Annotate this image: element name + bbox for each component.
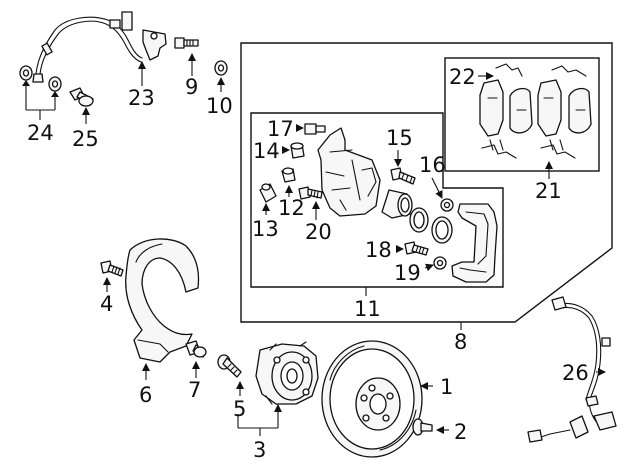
label-19: 19 (394, 261, 421, 285)
label-8: 8 (454, 330, 467, 354)
label-21: 21 (535, 179, 562, 203)
label-5: 5 (233, 397, 246, 421)
label-15: 15 (386, 126, 413, 150)
label-7: 7 (188, 378, 201, 402)
hub-bearing-assembly[interactable] (255, 341, 319, 405)
label-4: 4 (100, 292, 113, 316)
bleeder-screw[interactable] (304, 123, 326, 135)
caliper-subgroup-outline (250, 112, 504, 288)
label-25: 25 (72, 127, 99, 151)
label-13: 13 (252, 217, 279, 241)
label-23: 23 (128, 86, 155, 110)
splash-shield[interactable] (125, 238, 200, 363)
caliper-body[interactable] (317, 127, 381, 217)
label-1: 1 (440, 375, 453, 399)
label-12: 12 (278, 196, 305, 220)
label-17: 17 (267, 117, 294, 141)
label-18: 18 (365, 238, 392, 262)
hub-mounting-bolt[interactable] (185, 340, 207, 358)
banjo-bolt[interactable] (174, 37, 199, 49)
label-9: 9 (185, 75, 198, 99)
label-26: 26 (562, 361, 589, 385)
bushing[interactable] (440, 198, 454, 212)
label-3: 3 (253, 438, 266, 462)
caliper-bracket[interactable] (451, 203, 498, 283)
label-16: 16 (419, 153, 446, 177)
copper-washer[interactable] (214, 60, 228, 76)
wheel-stud[interactable] (217, 354, 242, 378)
label-6: 6 (139, 383, 152, 407)
bleeder-cap[interactable] (290, 142, 305, 159)
caliper-guide-bolt[interactable] (298, 186, 323, 200)
brake-rotor[interactable] (321, 340, 423, 458)
bracket-mounting-bolt[interactable] (404, 241, 429, 256)
piston-seal[interactable] (409, 207, 429, 233)
label-24: 24 (27, 121, 54, 145)
shield-bolt[interactable] (100, 260, 124, 277)
caliper-piston[interactable] (381, 189, 413, 219)
label-10: 10 (206, 94, 233, 118)
brake-pads[interactable] (479, 63, 592, 159)
pin-bushing[interactable] (433, 256, 447, 270)
washer-pair[interactable] (19, 65, 62, 92)
label-22: 22 (449, 65, 476, 89)
label-11: 11 (354, 297, 381, 321)
guide-pin-boot[interactable] (259, 183, 277, 203)
bracket-bolt[interactable] (390, 167, 416, 185)
rotor-screw[interactable] (412, 418, 433, 436)
piston-boot[interactable] (431, 216, 453, 244)
brake-pad-group-outline (444, 57, 600, 172)
hose-bracket-bolt[interactable] (69, 87, 94, 107)
label-14: 14 (253, 139, 280, 163)
guide-pin[interactable] (281, 167, 296, 183)
caliper-assembly-group-outline (240, 42, 613, 323)
brake-hose[interactable] (32, 11, 167, 83)
label-2: 2 (454, 420, 467, 444)
wheel-speed-sensor[interactable] (527, 296, 617, 443)
label-20: 20 (305, 220, 332, 244)
